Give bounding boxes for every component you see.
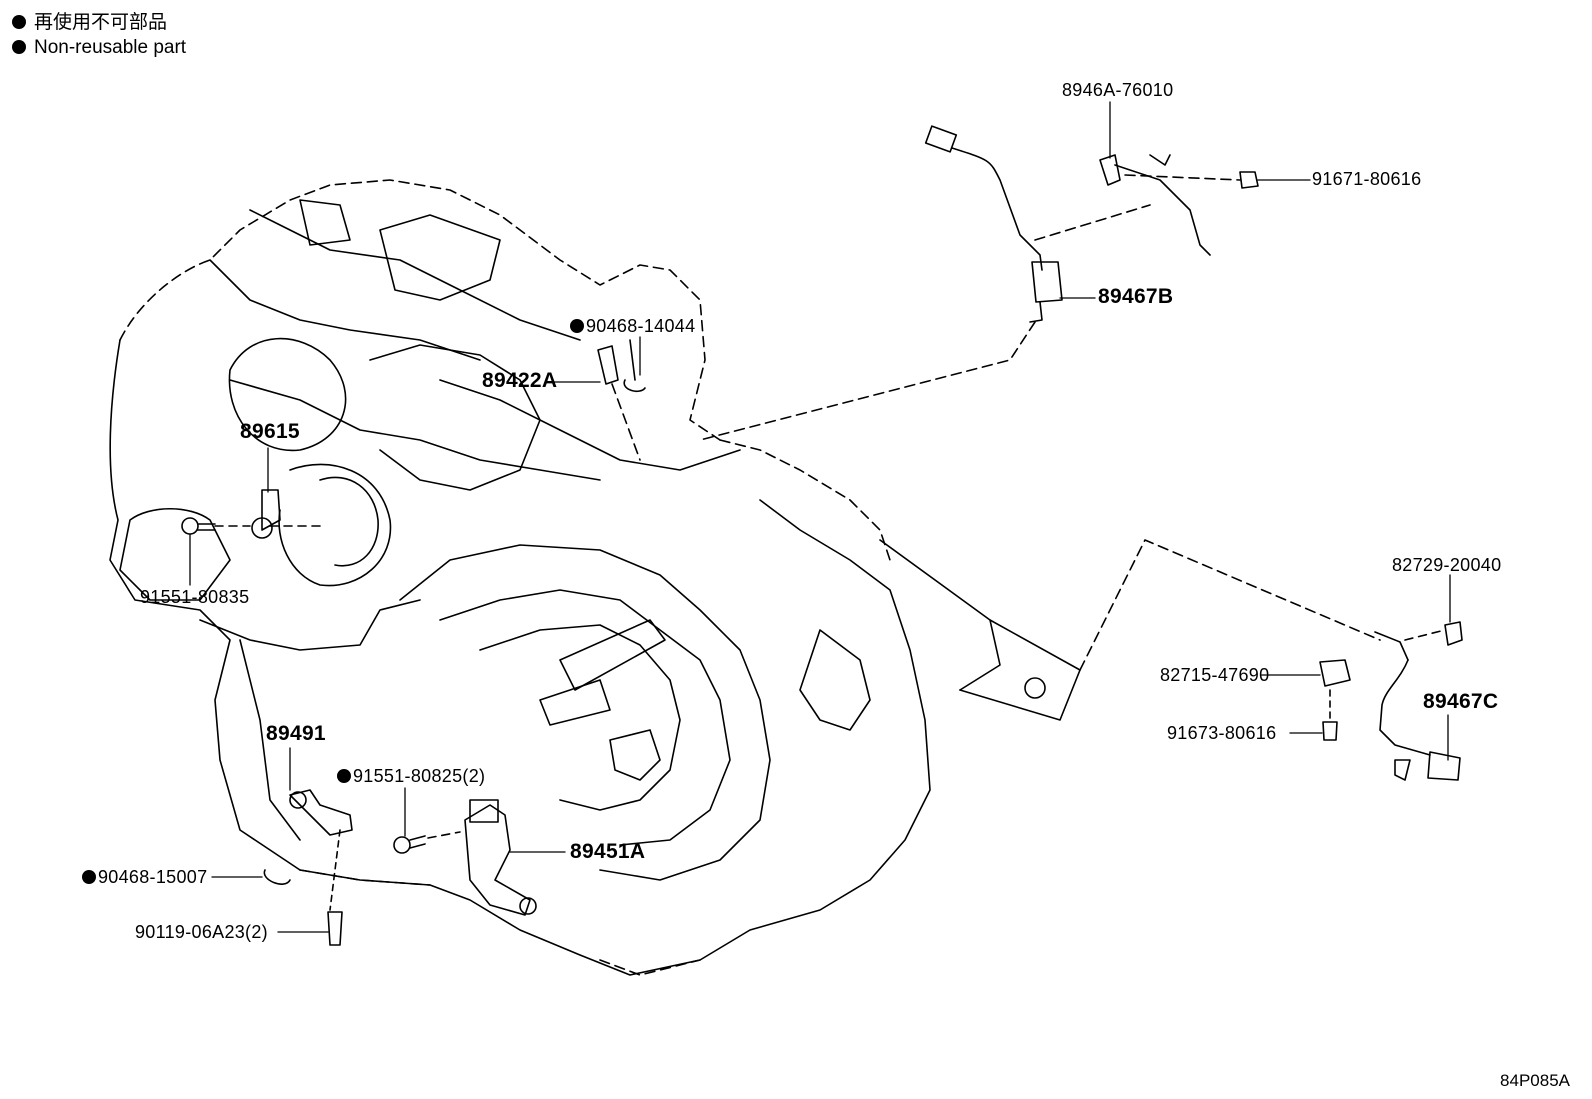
legend-text-en: Non-reusable part: [34, 37, 187, 58]
sensor-89615: [181, 489, 321, 539]
leader-lines: [189, 101, 1451, 933]
legend-text-jp: 再使用不可部品: [34, 12, 168, 33]
bullet-icon: [12, 15, 26, 29]
sensor-89422A: [597, 339, 646, 461]
part-number: 90468-15007: [98, 867, 208, 887]
switch-89451A: [393, 799, 537, 916]
part-label-91671-80616[interactable]: 91671-80616: [1312, 169, 1422, 189]
part-label-90468-15007[interactable]: 90468-15007: [82, 867, 207, 888]
sensor-89467C-assembly: [1319, 621, 1463, 781]
sensor-89467B-assembly: [699, 125, 1259, 441]
diagram-code: 84P085A: [1500, 1071, 1570, 1090]
non-reusable-dot-icon: [570, 319, 584, 333]
non-reusable-dot-icon: [337, 769, 351, 783]
part-label-89422A[interactable]: 89422A: [482, 369, 558, 392]
part-label-89451A[interactable]: 89451A: [570, 840, 646, 863]
legend-row-jp: 再使用不可部品: [12, 10, 186, 35]
drive-shaft: [879, 539, 1381, 721]
part-label-89467B[interactable]: 89467B: [1098, 285, 1174, 308]
legend: 再使用不可部品 Non-reusable part: [12, 10, 186, 60]
bullet-icon: [12, 40, 26, 54]
sensor-89491: [263, 789, 353, 946]
part-label-91673-80616[interactable]: 91673-80616: [1167, 723, 1277, 743]
part-label-89615[interactable]: 89615: [240, 420, 300, 443]
part-label-89491[interactable]: 89491: [266, 722, 326, 745]
part-label-8946A-76010[interactable]: 8946A-76010: [1062, 80, 1174, 100]
engine-outline: [109, 179, 931, 976]
part-number: 91551-80825(2): [353, 766, 486, 786]
part-number: 90468-14044: [586, 316, 696, 336]
part-label-91551-80835[interactable]: 91551-80835: [140, 587, 250, 607]
part-label-82715-47690[interactable]: 82715-47690: [1160, 665, 1270, 685]
non-reusable-dot-icon: [82, 870, 96, 884]
part-label-90119-06A23[interactable]: 90119-06A23(2): [135, 922, 268, 942]
part-label-82729-20040[interactable]: 82729-20040: [1392, 555, 1502, 575]
part-label-90468-14044[interactable]: 90468-14044: [570, 316, 695, 337]
legend-row-en: Non-reusable part: [12, 35, 186, 60]
part-label-89467C[interactable]: 89467C: [1423, 690, 1499, 713]
part-label-91551-80825[interactable]: 91551-80825(2): [337, 766, 485, 787]
